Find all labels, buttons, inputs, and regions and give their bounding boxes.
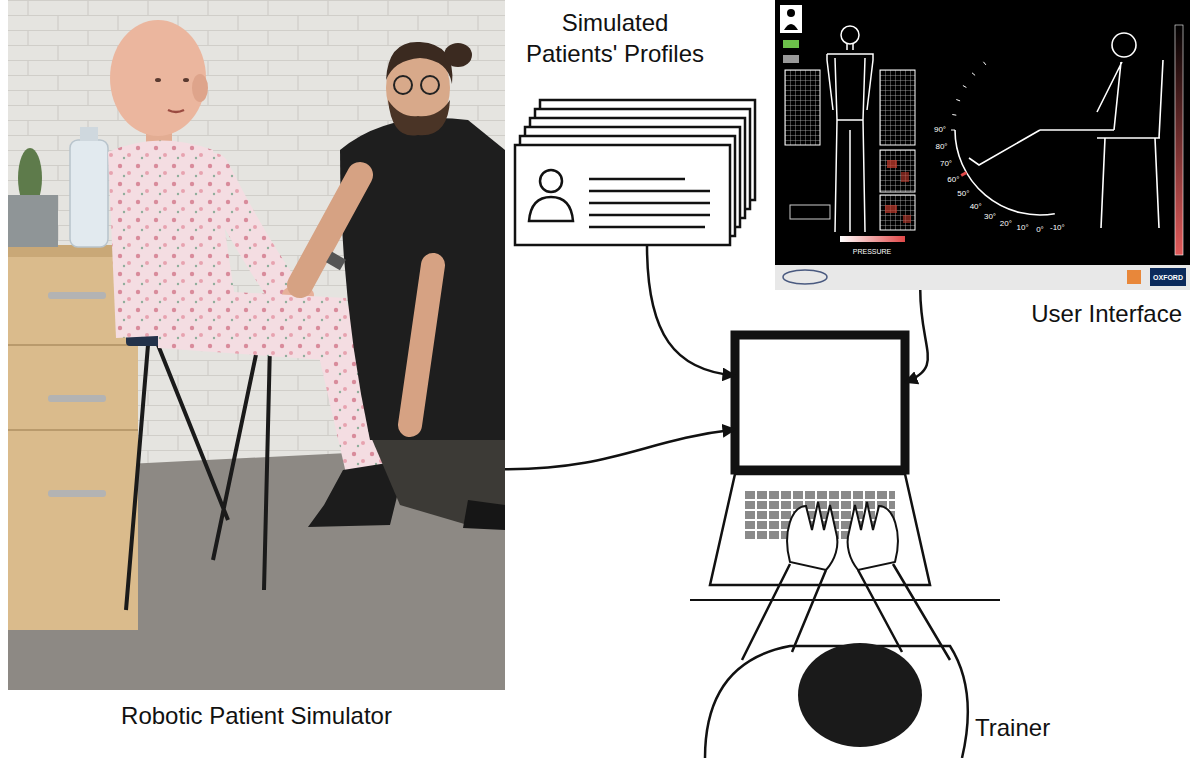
laptop-screen: Trainer xyxy=(735,335,905,470)
node-label: Trainer xyxy=(975,712,1075,743)
angle-label: 20° xyxy=(1000,220,1012,228)
angle-label: 30° xyxy=(984,213,996,221)
angle-label: 0° xyxy=(1036,226,1044,234)
angle-label: 10° xyxy=(1017,224,1029,232)
node-label: Simulated Patients' Profiles xyxy=(515,7,715,69)
ui-screenshot: User Interface xyxy=(775,0,1190,290)
angle-label: 50° xyxy=(957,190,969,198)
scale-label: PRESSURE xyxy=(853,248,892,255)
angle-label: 60° xyxy=(947,176,959,184)
node-label: Robotic Patient Simulator xyxy=(8,700,505,731)
angle-label: 40° xyxy=(970,203,982,211)
curved-arrow xyxy=(647,245,735,376)
angle-label: 80° xyxy=(935,143,947,151)
angle-label: -10° xyxy=(1050,224,1065,232)
photo-panel: Robotic Patient Simulator xyxy=(8,0,505,690)
angle-label: 90° xyxy=(934,126,946,134)
curved-arrow xyxy=(505,430,735,470)
node-label: User Interface xyxy=(922,298,1182,329)
angle-label: 70° xyxy=(940,160,952,168)
logo-text: OXFORD xyxy=(1153,274,1183,281)
curved-arrow xyxy=(905,290,928,382)
profile-stack: Simulated Patients' Profiles xyxy=(515,95,755,245)
